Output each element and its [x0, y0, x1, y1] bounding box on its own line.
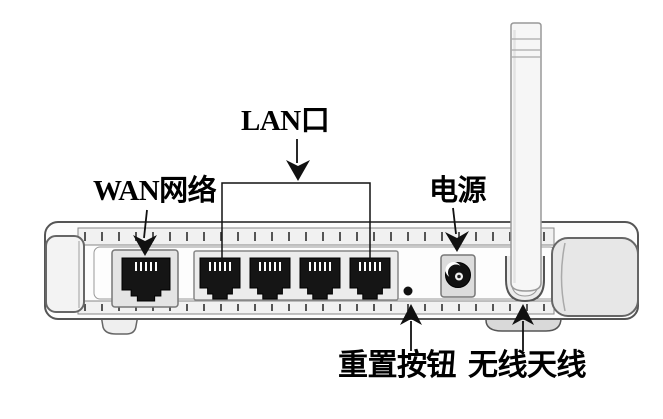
lan-port-3: [299, 257, 341, 300]
wireless-antenna-label: 无线天线: [468, 349, 587, 382]
lan-ports-label: LAN口: [241, 105, 330, 137]
antenna: [510, 22, 542, 292]
antenna-callout: [512, 304, 534, 351]
lan-port-2: [249, 257, 291, 300]
reset-callout: [400, 304, 422, 351]
lan-port-1: [199, 257, 241, 300]
reset-button-hole: [403, 286, 413, 296]
left-end-cap: [45, 235, 85, 313]
lan-ports: [199, 257, 391, 300]
wan-port: [121, 257, 171, 302]
power-jack-label: 电源: [429, 175, 487, 207]
right-end-cap: [551, 237, 639, 317]
lan-port-panel: [193, 250, 399, 301]
power-callout: [445, 207, 469, 252]
reset-button-label: 重置按钮: [338, 349, 457, 382]
lan-callout: [221, 139, 371, 262]
wan-port-label: WAN网络: [93, 175, 217, 207]
lan-port-4: [349, 257, 391, 300]
wan-callout: [133, 209, 157, 256]
power-jack: [440, 254, 476, 298]
